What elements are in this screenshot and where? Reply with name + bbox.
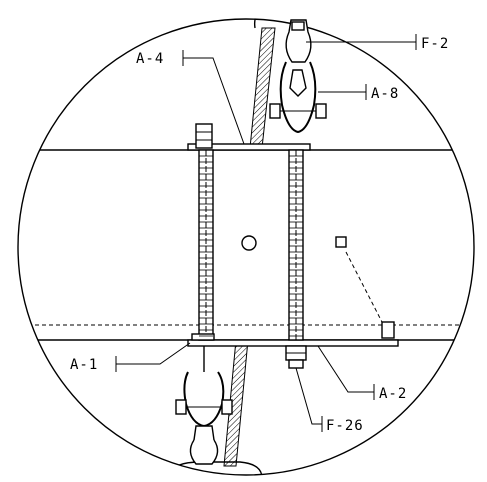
callout-a1-leader bbox=[115, 342, 191, 372]
upper-plate bbox=[187, 143, 311, 151]
upper-cable-hatch bbox=[249, 27, 276, 149]
callout-f2: F-2 bbox=[421, 36, 449, 52]
lower-plate bbox=[187, 339, 399, 347]
left-threaded-rod bbox=[191, 123, 215, 341]
callout-a2-leader bbox=[317, 345, 375, 400]
small-square-marker bbox=[335, 236, 347, 248]
callout-a1: A-1 bbox=[70, 357, 98, 373]
upper-shackle bbox=[269, 19, 327, 134]
detail-circle bbox=[17, 18, 475, 476]
plate-end-block bbox=[381, 321, 395, 339]
callout-f26: F-26 bbox=[326, 418, 364, 434]
dashed-leader bbox=[345, 251, 383, 323]
center-hole bbox=[241, 235, 257, 251]
callout-f2-leader bbox=[306, 34, 417, 50]
left-rod-threads bbox=[199, 155, 213, 337]
right-threaded-rod bbox=[285, 149, 307, 369]
right-rod-threads bbox=[289, 155, 303, 337]
callout-a4-leader bbox=[182, 50, 245, 145]
lower-shackle bbox=[175, 346, 233, 465]
callout-f26-leader bbox=[295, 367, 323, 432]
callout-a8-leader bbox=[318, 84, 367, 100]
callout-a4: A-4 bbox=[136, 51, 164, 67]
callout-a2: A-2 bbox=[379, 386, 407, 402]
callout-a8: A-8 bbox=[371, 86, 399, 102]
